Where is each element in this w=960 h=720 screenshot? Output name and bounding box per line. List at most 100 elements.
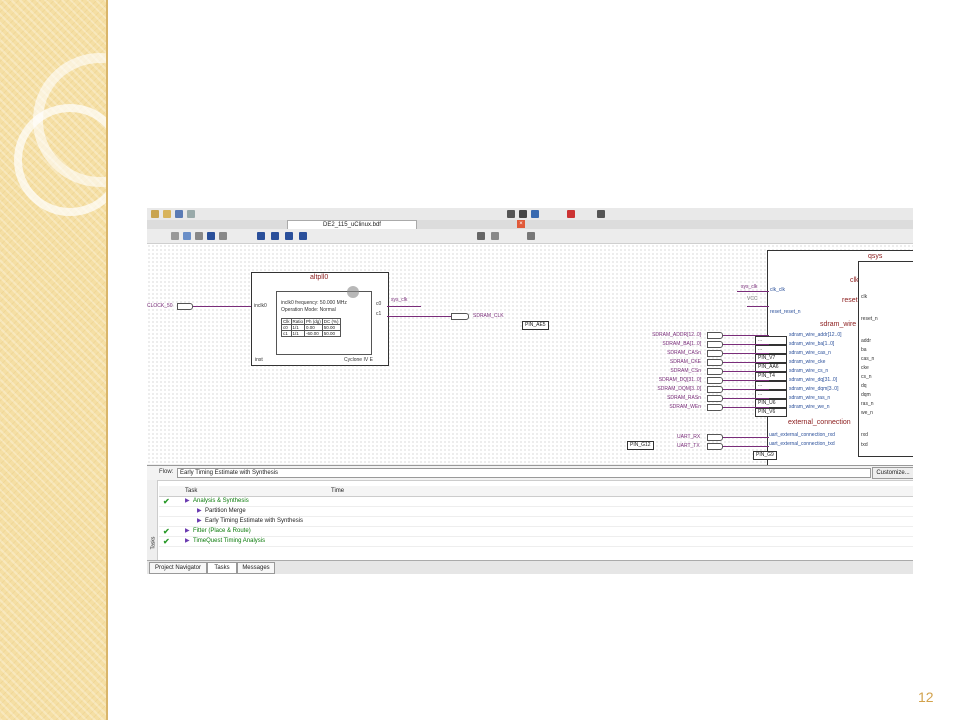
task-row[interactable]: ✔▶Analysis & Synthesis — [159, 497, 913, 507]
play-icon[interactable]: ▶ — [185, 538, 190, 544]
pll-info-line1: inclk0 frequency: 50.000 MHz — [281, 300, 347, 306]
qsys-sdram-port-label: sdram_wire_dq[31..0] — [789, 377, 838, 383]
flow-select[interactable]: Early Timing Estimate with Synthesis — [177, 468, 871, 478]
play-icon[interactable]: ▶ — [185, 528, 190, 534]
tasks-table-header: Task Time — [159, 486, 913, 497]
sdram-port[interactable] — [707, 395, 723, 402]
vcc-label: VCC — [747, 296, 758, 302]
qsys-clk-label: clk — [850, 277, 859, 284]
qsys-sdram-port-label: sdram_wire_cas_n — [789, 350, 831, 356]
uart-tx-port[interactable] — [707, 443, 723, 450]
uart-g12-pin[interactable]: PIN_G12 — [627, 441, 654, 450]
undo-icon[interactable] — [527, 232, 535, 240]
sdram-clk-pin[interactable]: PIN_AE5 — [522, 321, 549, 330]
conduit-tool-icon[interactable] — [299, 232, 307, 240]
qsys-right-pin: rxd — [861, 432, 868, 438]
tasks-side-bar: Tasks — [147, 480, 158, 564]
select-tool-icon[interactable] — [171, 232, 179, 240]
sdram-pin[interactable]: ... — [755, 381, 787, 390]
sdram-clk-output-port[interactable] — [451, 313, 469, 320]
uart-rx-port[interactable] — [707, 434, 723, 441]
zoom-icon[interactable] — [183, 232, 191, 240]
uart-tx-wire — [723, 446, 769, 447]
uart-g9-pin[interactable]: PIN_G9 — [753, 451, 777, 460]
play-icon[interactable]: ▶ — [197, 508, 202, 514]
sdram-port[interactable] — [707, 404, 723, 411]
sdram-pin[interactable]: ... — [755, 336, 787, 345]
sdram-port[interactable] — [707, 359, 723, 366]
altpll-block[interactable]: altpll0 inclk0 inclk0 frequency: 50.000 … — [251, 272, 389, 366]
sdram-port[interactable] — [707, 350, 723, 357]
compile-icon[interactable] — [507, 210, 515, 218]
qsys-sdram-port-label: sdram_wire_ba[1..0] — [789, 341, 835, 347]
cut-icon[interactable] — [491, 232, 499, 240]
qsys-right-pin: txd — [861, 442, 868, 448]
sdram-signal-label: SDRAM_CASn — [667, 350, 701, 356]
task-row[interactable]: ▶Early Timing Estimate with Synthesis — [159, 517, 913, 527]
analysis-icon[interactable] — [519, 210, 527, 218]
tab-tasks[interactable]: Tasks — [207, 562, 237, 574]
pll-th-dc: DC (%) — [321, 318, 341, 325]
tab-messages[interactable]: Messages — [237, 562, 275, 574]
sdram-port[interactable] — [707, 341, 723, 348]
vcc-wire — [747, 306, 769, 307]
col-time[interactable]: Time — [331, 488, 345, 494]
text-tool-icon[interactable] — [207, 232, 215, 240]
sdram-signal-label: SDRAM_RASn — [667, 395, 701, 401]
save-icon[interactable] — [175, 210, 183, 218]
save-file-icon[interactable] — [477, 232, 485, 240]
task-row[interactable]: ▶Partition Merge — [159, 507, 913, 517]
task-label: Fitter (Place & Route) — [193, 528, 251, 534]
sdram-pin[interactable]: ... — [755, 345, 787, 354]
sdram-signal-label: SDRAM_CSn — [670, 368, 701, 374]
schematic-canvas[interactable]: CLOCK_50 altpll0 inclk0 inclk0 frequency… — [147, 244, 913, 466]
pll-cell: 1/1 — [290, 330, 305, 337]
rectangle-tool-icon[interactable] — [257, 232, 265, 240]
close-tab-icon[interactable]: × — [517, 220, 525, 228]
bus-tool-icon[interactable] — [285, 232, 293, 240]
sdram-wire — [723, 407, 769, 408]
sdram-port[interactable] — [707, 377, 723, 384]
orthogonal-node-icon[interactable] — [271, 232, 279, 240]
tab-project-navigator[interactable]: Project Navigator — [149, 562, 207, 574]
pll-cell: -60.00 — [304, 330, 323, 337]
sdram-wire — [723, 389, 769, 390]
sdram-signal-label: SDRAM_BA[1..0] — [662, 341, 701, 347]
play-icon[interactable]: ▶ — [185, 498, 190, 504]
task-label: Partition Merge — [205, 508, 246, 514]
sdram-pin[interactable]: PIN_V7 — [755, 354, 787, 363]
sdram-port[interactable] — [707, 332, 723, 339]
task-row[interactable]: ✔▶Fitter (Place & Route) — [159, 527, 913, 537]
stop-icon[interactable] — [567, 210, 575, 218]
pll-th-clk: Clk — [281, 318, 292, 325]
pll-inst-label: inst — [255, 357, 263, 363]
run-icon[interactable] — [531, 210, 539, 218]
task-row[interactable]: ✔▶TimeQuest Timing Analysis — [159, 537, 913, 547]
sdram-pin[interactable]: PIN_AA6 — [755, 363, 787, 372]
qsys-block[interactable]: qsys clk reset clk_clk reset_reset_n sdr… — [767, 250, 913, 466]
sdram-pin[interactable]: PIN_U6 — [755, 399, 787, 408]
sdram-wire — [723, 398, 769, 399]
sdram-wire — [723, 335, 769, 336]
sdram-pin[interactable]: PIN_V6 — [755, 408, 787, 417]
print-icon[interactable] — [187, 210, 195, 218]
clock50-input-port[interactable] — [177, 303, 193, 310]
sdram-pin[interactable]: PIN_T4 — [755, 372, 787, 381]
check-icon: ✔ — [163, 537, 170, 546]
hand-icon[interactable] — [195, 232, 203, 240]
customize-button[interactable]: Customize... — [872, 467, 913, 479]
document-tab[interactable]: DE2_115_uClinux.bdf — [287, 220, 417, 230]
programmer-icon[interactable] — [597, 210, 605, 218]
pll-th-ph: Ph (dg) — [304, 318, 323, 325]
pll-info-line2: Operation Mode: Normal — [281, 307, 336, 313]
qsys-right-pin: cke — [861, 365, 869, 371]
col-task[interactable]: Task — [185, 488, 198, 494]
pll-info-box: inclk0 frequency: 50.000 MHz Operation M… — [276, 291, 372, 355]
sdram-port[interactable] — [707, 368, 723, 375]
play-icon[interactable]: ▶ — [197, 518, 202, 524]
open-file-icon[interactable] — [163, 210, 171, 218]
sdram-pin[interactable]: ... — [755, 390, 787, 399]
new-file-icon[interactable] — [151, 210, 159, 218]
sdram-port[interactable] — [707, 386, 723, 393]
symbol-tool-icon[interactable] — [219, 232, 227, 240]
